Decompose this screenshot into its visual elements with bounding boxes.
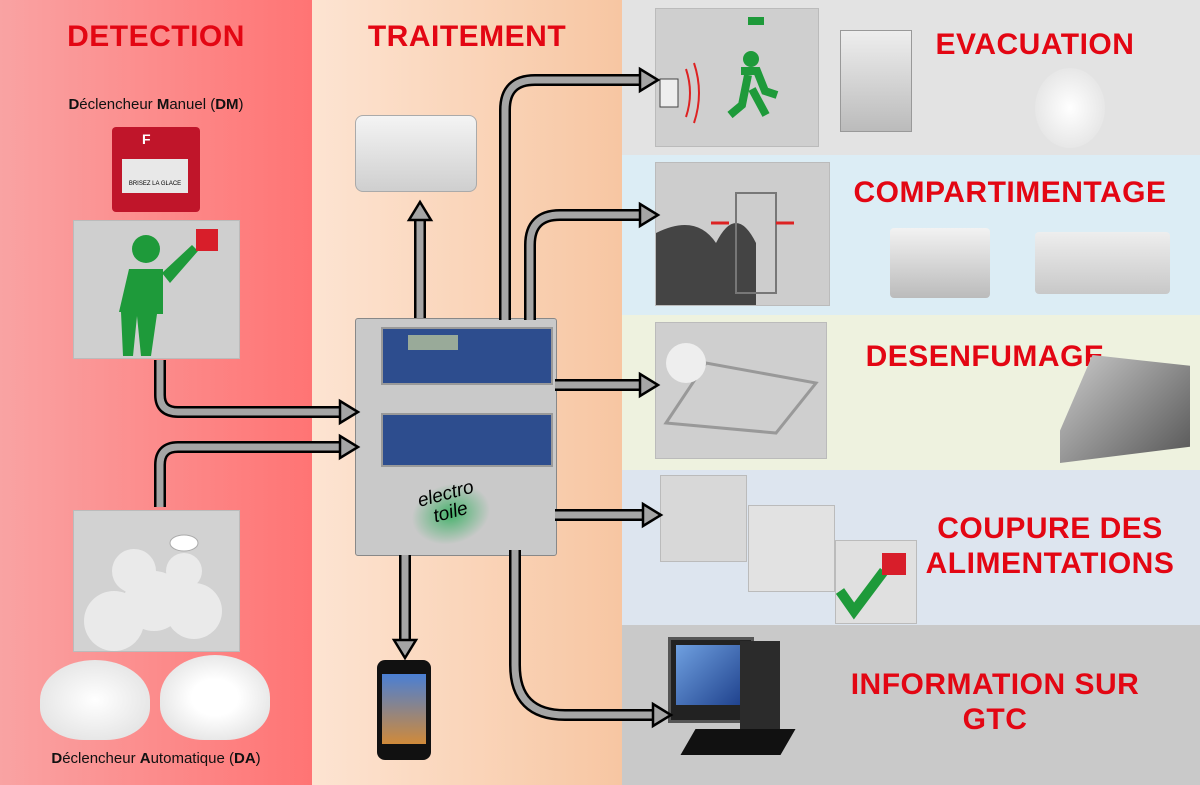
panel-display-module [381,327,553,385]
monitor [668,637,754,723]
running-exit-icon [659,17,779,124]
caption-part: éclencheur [62,750,140,767]
manual-pictogram [73,220,240,359]
automatic-caption: Déclencheur Automatique (DA) [0,750,312,767]
compartimentage-title: COMPARTIMENTAGE [853,176,1167,209]
printer-image [355,115,477,192]
caption-part: DA [233,750,256,767]
desenfumage-image [655,322,827,459]
caption-part: ) [238,96,244,113]
arrowhead [338,398,361,426]
door-holder-image [1035,232,1170,294]
door-magnet-image [890,228,990,298]
arrowhead [638,201,661,229]
computer-image [668,637,808,762]
optical-detector-image [40,660,150,740]
arrowhead [638,66,661,94]
arrowhead [638,371,661,399]
coupure-title: COUPURE DES ALIMENTATIONS [925,512,1175,580]
arrowhead [338,433,361,461]
manual-caption: Déclencheur Manuel (DM) [0,96,312,113]
sounder-beacon-image [840,30,912,132]
monitor-screen [676,645,746,705]
coupure-image-1 [660,475,747,562]
traitement-title: TRAITEMENT [367,20,567,53]
caption-part: D [51,750,63,767]
manual-call-point-image: F BRISEZ LA GLACE [112,127,200,212]
person-pressing-icon [119,229,218,356]
detection-title: DETECTION [67,20,245,53]
compartimentage-image [655,162,830,306]
coupure-image-2 [748,505,835,592]
smoke-vent-icon [663,343,819,435]
check-icon [836,553,906,620]
phone-screen [382,674,426,744]
caption-part: ) [255,750,261,767]
tower [740,641,780,736]
caption-part: anuel ( [169,96,216,113]
callpoint-letter: F [142,131,151,147]
caption-part: éclencheur [79,96,157,113]
fire-door-icon [656,192,794,305]
evacuation-title: EVACUATION [935,28,1135,61]
desenfumage-title: DESENFUMAGE [865,340,1105,373]
smoke-pictogram [73,510,240,652]
heat-detector-image [160,655,270,740]
arrowhead [641,501,664,529]
coupure-image-3 [835,540,917,624]
smoke-detector-smoke-icon [84,534,222,651]
siren-image [1035,68,1105,148]
callpoint-glass: BRISEZ LA GLACE [122,159,188,193]
gtc-title: INFORMATION SUR GTC [850,668,1140,736]
arrowhead [651,701,674,729]
caption-part: M [156,96,170,113]
caption-part: A [139,750,151,767]
arrowhead [391,638,419,661]
panel-lcd [408,335,458,350]
caption-part: D [68,96,80,113]
panel-zone-module [381,413,553,467]
caption-part: utomatique ( [150,750,234,767]
arrowhead [406,199,434,222]
callpoint-text: BRISEZ LA GLACE [128,181,182,187]
smartphone-image [377,660,431,760]
caption-part: DM [215,96,239,113]
